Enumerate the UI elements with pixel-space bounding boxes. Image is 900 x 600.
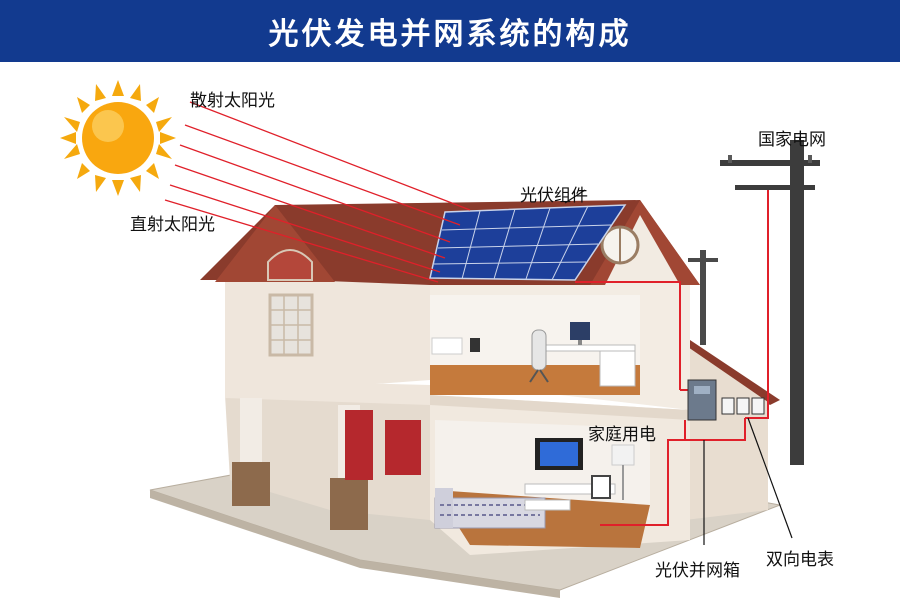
house-illustration xyxy=(60,80,820,598)
ground-edge xyxy=(150,490,560,598)
coffee-table xyxy=(524,499,571,511)
computer-desk-icon xyxy=(529,322,636,387)
arched-window xyxy=(267,249,313,281)
title-bar: 光伏发电并网系统的构成 xyxy=(0,0,900,62)
sunlight-rays xyxy=(164,101,471,283)
porch-roof xyxy=(225,380,430,405)
column-base-right xyxy=(330,478,368,530)
wiring xyxy=(575,190,769,526)
porch-door xyxy=(345,410,373,480)
floor-lamp-icon xyxy=(611,444,635,500)
label-national-grid: 国家电网 xyxy=(758,130,826,150)
label-household-power: 家庭用电 xyxy=(588,425,656,445)
floor-slab xyxy=(430,395,690,420)
inverter-box-icon xyxy=(687,379,717,421)
leader-lines xyxy=(564,189,793,545)
lower-wall-left xyxy=(225,395,430,520)
electric-meter-icon xyxy=(721,397,765,415)
utility-pole-icon xyxy=(720,138,820,465)
gable-wall-right xyxy=(605,215,680,285)
solar-panel-icon xyxy=(429,204,627,281)
upstairs-window xyxy=(268,293,314,357)
sun-icon xyxy=(60,80,176,196)
label-direct-sunlight: 直射太阳光 xyxy=(130,215,215,235)
porch-column-left xyxy=(240,398,262,468)
label-bidirectional-meter: 双向电表 xyxy=(766,550,834,570)
column-base-left xyxy=(232,462,270,506)
tv-icon xyxy=(524,438,616,495)
label-grid-tie-box: 光伏并网箱 xyxy=(655,561,740,581)
label-pv-module: 光伏组件 xyxy=(520,186,588,206)
small-pole-icon xyxy=(688,250,718,345)
upper-room-floor xyxy=(430,365,640,395)
annex-roof xyxy=(688,340,780,405)
lower-window xyxy=(385,420,421,475)
bed-icon xyxy=(431,337,480,355)
picture-frame xyxy=(591,475,611,499)
label-scattered-sunlight: 散射太阳光 xyxy=(190,91,275,111)
page-title: 光伏发电并网系统的构成 xyxy=(268,17,632,52)
